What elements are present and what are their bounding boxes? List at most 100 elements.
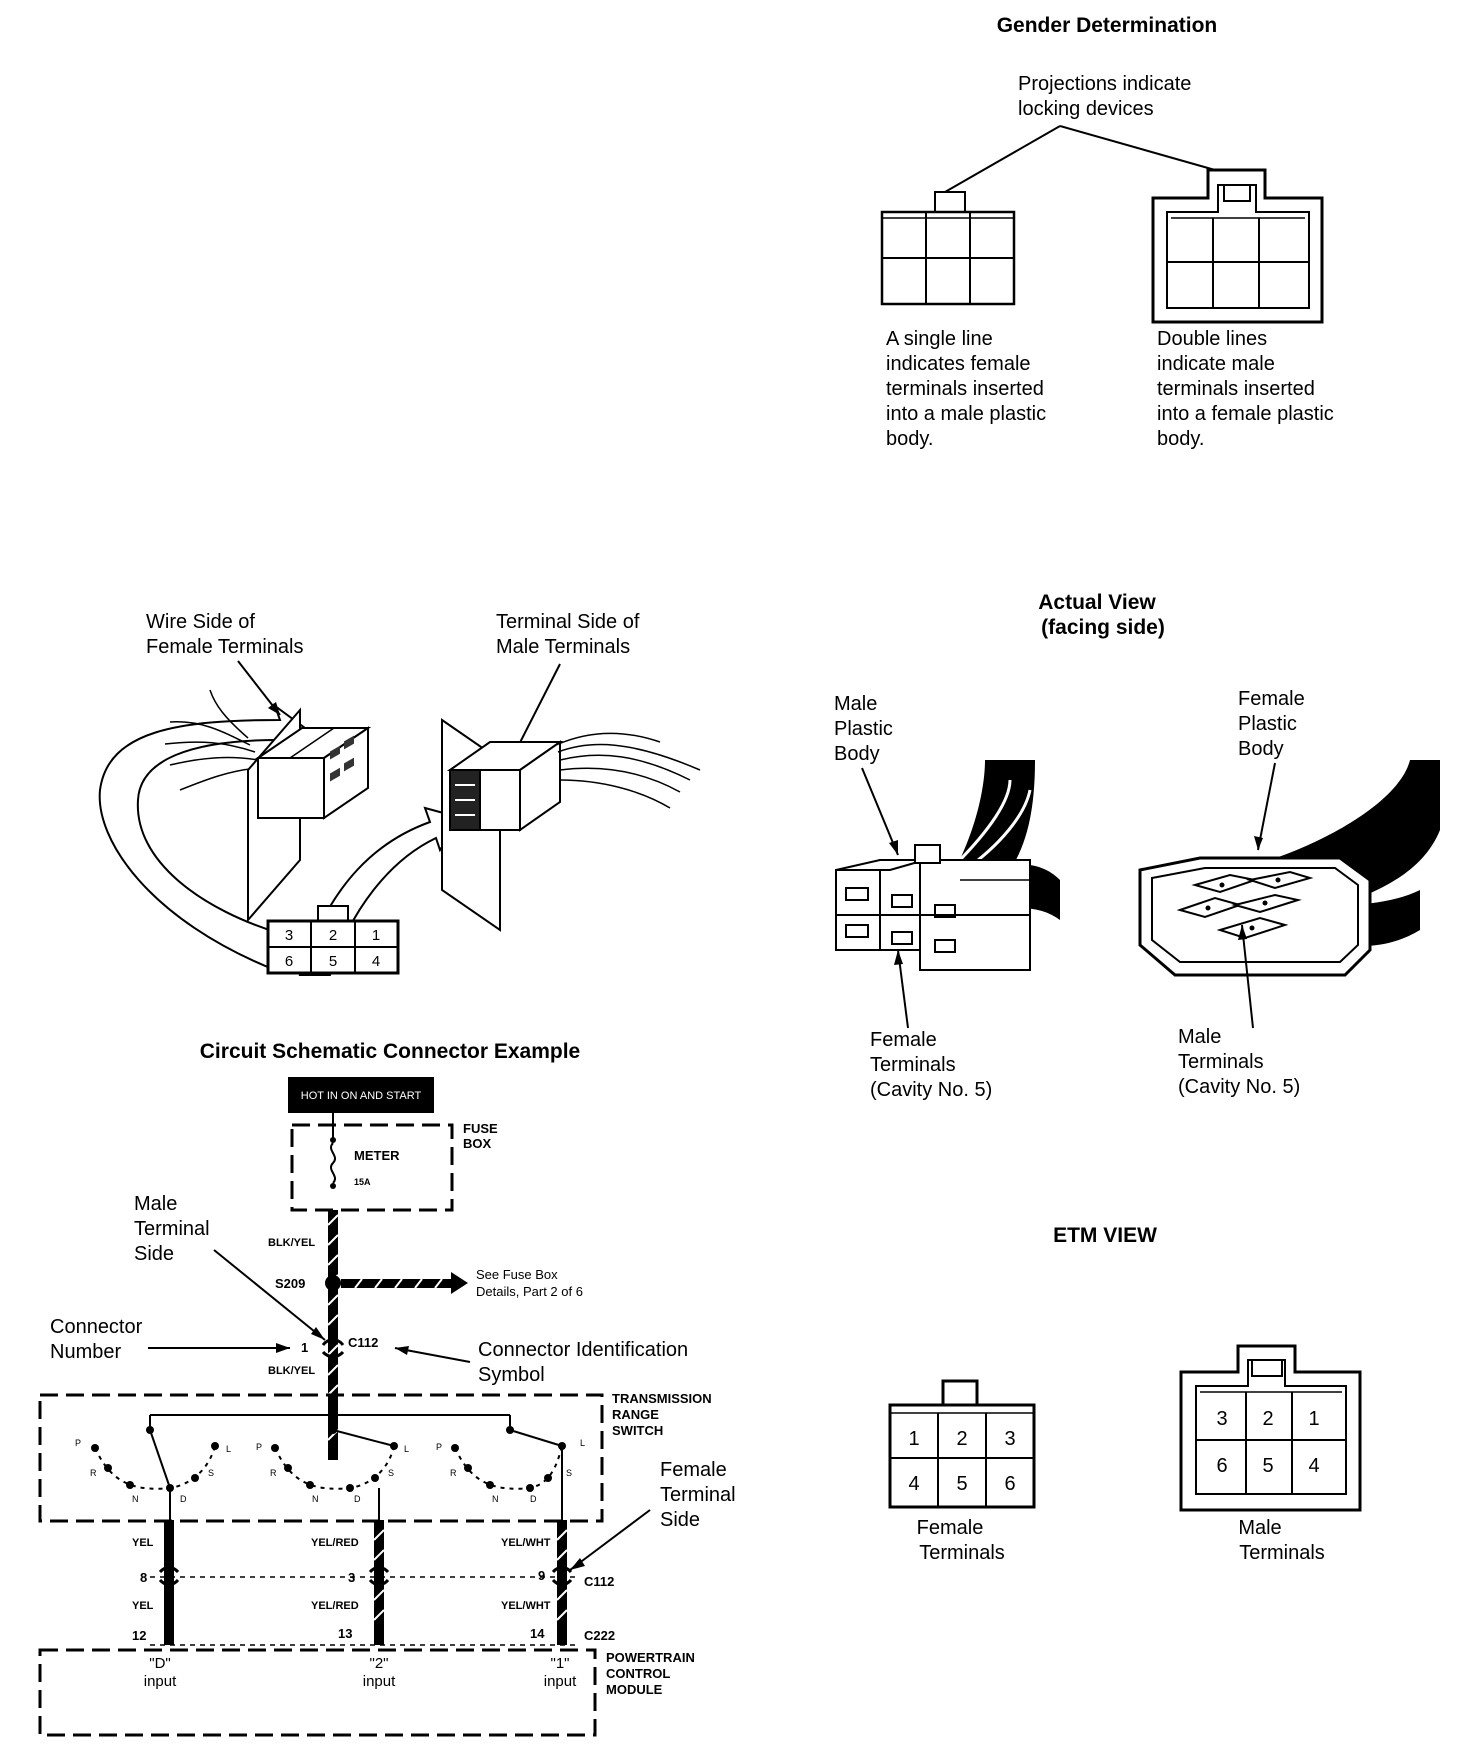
svg-text:L: L: [404, 1444, 409, 1454]
svg-text:2: 2: [956, 1428, 967, 1450]
projections-label-line2: locking devices: [1018, 98, 1154, 120]
etm-female-connector: 1 2 3 4 5 6: [888, 1379, 1036, 1509]
svg-text:FUSE: FUSE: [463, 1121, 498, 1136]
male-connector-3d: [441, 718, 564, 932]
svg-text:9: 9: [538, 1568, 545, 1583]
svg-text:P: P: [436, 1442, 442, 1452]
gender-title: Gender Determination: [997, 14, 1218, 37]
svg-text:"2": "2": [370, 1655, 389, 1672]
svg-text:Male: Male: [834, 693, 877, 715]
gender-determination-section: Gender Determination Projections indicat…: [880, 14, 1334, 450]
female-connector-3d: [247, 707, 372, 923]
switch-contacts: [91, 1442, 566, 1492]
svg-text:Double lines: Double lines: [1157, 328, 1267, 350]
svg-text:R: R: [450, 1468, 457, 1478]
svg-text:input: input: [544, 1673, 577, 1690]
svg-text:Male: Male: [1178, 1026, 1221, 1048]
svg-text:into a female plastic: into a female plastic: [1157, 403, 1334, 425]
svg-text:4: 4: [372, 953, 380, 970]
svg-text:Symbol: Symbol: [478, 1364, 545, 1386]
female-connector-single-line: [880, 191, 1016, 306]
svg-text:6: 6: [1216, 1455, 1227, 1477]
connector-id-c222: C222: [584, 1628, 615, 1643]
svg-text:5: 5: [329, 953, 337, 970]
wire-side-label-line2: Female Terminals: [146, 636, 303, 658]
powertrain-control-module-outline: [38, 1648, 597, 1737]
svg-text:R: R: [90, 1468, 97, 1478]
projections-label-line1: Projections indicate: [1018, 73, 1191, 95]
svg-text:3: 3: [285, 927, 293, 944]
svg-text:3: 3: [348, 1570, 355, 1585]
female-plastic-body-connector: [1138, 760, 1440, 977]
svg-text:RANGE: RANGE: [612, 1407, 659, 1422]
svg-text:body.: body.: [1157, 428, 1204, 450]
svg-text:CONTROL: CONTROL: [606, 1666, 670, 1681]
etm-male-connector: 3 2 1 6 5 4: [1179, 1344, 1362, 1512]
svg-text:Terminals: Terminals: [1178, 1051, 1264, 1073]
svg-text:Side: Side: [660, 1509, 700, 1531]
svg-text:YEL: YEL: [132, 1537, 154, 1549]
fuse-symbol: [330, 1142, 336, 1184]
connector-id-c112: C112: [348, 1335, 378, 1350]
svg-text:2: 2: [1262, 1408, 1273, 1430]
svg-text:YEL/RED: YEL/RED: [311, 1600, 359, 1612]
svg-text:YEL/RED: YEL/RED: [311, 1537, 359, 1549]
svg-text:S: S: [208, 1468, 214, 1478]
svg-text:1: 1: [908, 1428, 919, 1450]
svg-text:HOT IN ON AND START: HOT IN ON AND START: [301, 1090, 422, 1102]
meter-label: METER: [354, 1148, 400, 1163]
svg-text:1: 1: [301, 1340, 308, 1355]
svg-text:body.: body.: [886, 428, 933, 450]
svg-text:SWITCH: SWITCH: [612, 1423, 663, 1438]
svg-text:2: 2: [329, 927, 337, 944]
svg-text:BLK/YEL: BLK/YEL: [268, 1237, 315, 1249]
svg-text:input: input: [363, 1673, 396, 1690]
svg-text:indicate male: indicate male: [1157, 353, 1275, 375]
hot-in-on-start-box: [288, 1077, 434, 1113]
circuit-schematic-section: Circuit Schematic Connector Example HOT …: [38, 1040, 736, 1737]
svg-text:4: 4: [1308, 1455, 1319, 1477]
svg-text:S: S: [566, 1468, 572, 1478]
svg-text:N: N: [132, 1494, 139, 1504]
svg-text:14: 14: [530, 1626, 545, 1641]
svg-text:1: 1: [372, 927, 380, 944]
transmission-range-switch-outline: [38, 1393, 604, 1523]
svg-text:(Cavity No. 5): (Cavity No. 5): [870, 1079, 992, 1101]
svg-text:Side: Side: [134, 1243, 174, 1265]
switch-position-labels: P R N D S L P R N D S L P R N D S L: [75, 1438, 585, 1504]
actual-view-title-line1: Actual View: [1038, 591, 1156, 614]
splice-label: S209: [275, 1276, 305, 1291]
svg-text:Plastic: Plastic: [834, 718, 893, 740]
svg-text:"D": "D": [149, 1655, 170, 1672]
svg-text:MODULE: MODULE: [606, 1682, 663, 1697]
svg-text:terminals inserted: terminals inserted: [1157, 378, 1315, 400]
male-connector-double-line: [1151, 168, 1324, 324]
svg-text:5: 5: [956, 1473, 967, 1495]
male-plastic-body-connector: [835, 760, 1060, 971]
actual-view-section: Actual View (facing side) Male Plastic B…: [834, 591, 1440, 1101]
svg-text:5: 5: [1262, 1455, 1273, 1477]
svg-text:Details, Part 2 of 6: Details, Part 2 of 6: [476, 1284, 583, 1299]
wire-side-label-line1: Wire Side of: [146, 611, 255, 633]
wire-terminal-side-section: Wire Side of Female Terminals Terminal S…: [98, 611, 701, 976]
terminal-side-label-line2: Male Terminals: [496, 636, 630, 658]
svg-text:L: L: [226, 1444, 231, 1454]
svg-text:Plastic: Plastic: [1238, 713, 1297, 735]
svg-text:Female: Female: [870, 1029, 937, 1051]
single-line-description: A single line indicates female terminals…: [886, 328, 1046, 450]
svg-text:D: D: [180, 1494, 187, 1504]
svg-text:Female: Female: [660, 1459, 727, 1481]
svg-text:15A: 15A: [354, 1177, 371, 1187]
svg-text:N: N: [312, 1494, 319, 1504]
svg-text:See Fuse Box: See Fuse Box: [476, 1267, 558, 1282]
svg-text:Connector: Connector: [50, 1316, 143, 1338]
schematic-title: Circuit Schematic Connector Example: [200, 1040, 580, 1063]
svg-text:6: 6: [285, 953, 293, 970]
svg-text:A single line: A single line: [886, 328, 993, 350]
svg-text:6: 6: [1004, 1473, 1015, 1495]
wire-bundle-right: [555, 732, 701, 809]
svg-text:Female: Female: [917, 1517, 984, 1539]
svg-text:4: 4: [908, 1473, 919, 1495]
svg-text:N: N: [492, 1494, 499, 1504]
